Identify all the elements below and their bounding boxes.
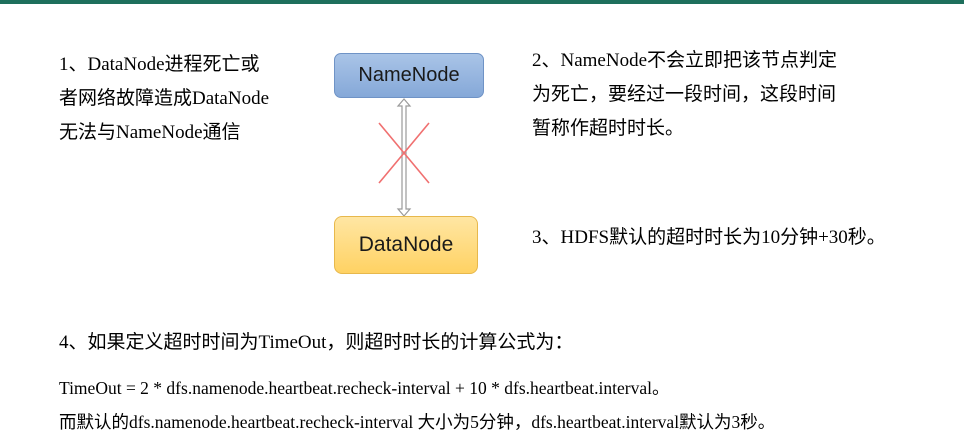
namenode-label: NameNode: [358, 64, 460, 86]
note-1-line-2: 者网络故障造成DataNode: [59, 88, 270, 109]
note-1: 1、DataNode进程死亡或 者网络故障造成DataNode 无法与NameN…: [59, 48, 319, 150]
note-4-text: 4、如果定义超时时间为TimeOut，则超时时长的计算公式为：: [59, 332, 574, 353]
timeout-formula-text: TimeOut = 2 * dfs.namenode.heartbeat.rec…: [59, 378, 670, 398]
default-values-text: 而默认的dfs.namenode.heartbeat.recheck-inter…: [59, 412, 776, 432]
default-values: 而默认的dfs.namenode.heartbeat.recheck-inter…: [59, 405, 964, 439]
note-1-line-3: 无法与NameNode通信: [59, 122, 241, 143]
timeout-formula: TimeOut = 2 * dfs.namenode.heartbeat.rec…: [59, 371, 959, 405]
datanode-box: DataNode: [334, 216, 478, 274]
cross-mark: [378, 122, 430, 184]
namenode-box: NameNode: [334, 53, 484, 98]
note-3: 3、HDFS默认的超时时长为10分钟+30秒。: [532, 221, 952, 255]
top-accent-bar: [0, 0, 964, 4]
note-2-line-2: 为死亡，要经过一段时间，这段时间: [532, 84, 837, 105]
note-1-line-1: 1、DataNode进程死亡或: [59, 54, 260, 75]
note-3-text: 3、HDFS默认的超时时长为10分钟+30秒。: [532, 227, 886, 248]
note-4: 4、如果定义超时时间为TimeOut，则超时时长的计算公式为：: [59, 326, 959, 360]
note-2-line-3: 暂称作超时时长。: [532, 118, 685, 139]
datanode-label: DataNode: [358, 233, 454, 256]
note-2: 2、NameNode不会立即把该节点判定 为死亡，要经过一段时间，这段时间 暂称…: [532, 44, 932, 146]
note-2-line-1: 2、NameNode不会立即把该节点判定: [532, 50, 838, 71]
